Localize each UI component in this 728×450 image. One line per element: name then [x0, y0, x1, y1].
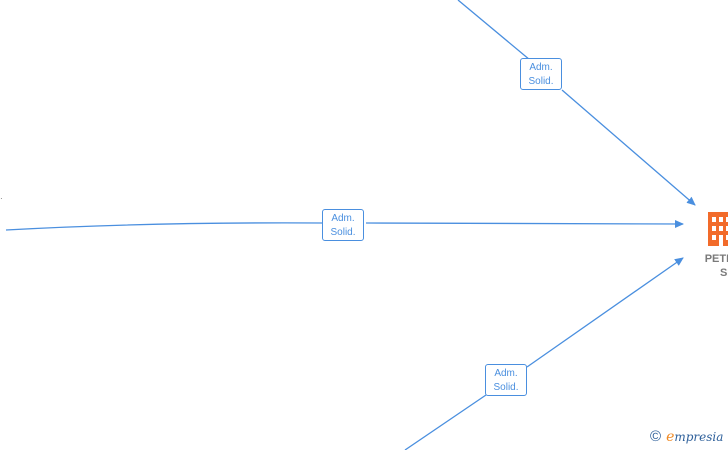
- footer-brand: © empresia: [650, 428, 723, 446]
- edge-line-bottom: [404, 258, 683, 450]
- edge-label-line2: Solid.: [330, 227, 356, 238]
- company-name[interactable]: PETROL SL: [682, 252, 728, 280]
- edge-label-line2: Solid.: [493, 382, 519, 393]
- edge-label-top[interactable]: Adm. Solid.: [520, 58, 562, 90]
- building-icon[interactable]: [706, 212, 728, 251]
- edge-label-line1: Adm.: [331, 213, 355, 224]
- edge-label-line2: Solid.: [528, 76, 554, 87]
- company-name-line2: SL: [719, 267, 728, 279]
- edge-line-middle: [5, 223, 683, 230]
- copyright-symbol: ©: [650, 428, 662, 445]
- brand-initial: e: [666, 429, 675, 445]
- brand-logo: empresia: [666, 429, 723, 445]
- edge-label-bottom[interactable]: Adm. Solid.: [485, 364, 527, 396]
- company-name-line1: PETROL: [704, 253, 728, 265]
- brand-rest: mpresia: [674, 430, 724, 444]
- offscreen-node-marker: ·: [0, 194, 3, 203]
- edge-label-line1: Adm.: [494, 368, 518, 379]
- edge-label-line1: Adm.: [529, 62, 553, 73]
- edge-line-top: [457, 0, 695, 205]
- edge-label-middle[interactable]: Adm. Solid.: [322, 209, 364, 241]
